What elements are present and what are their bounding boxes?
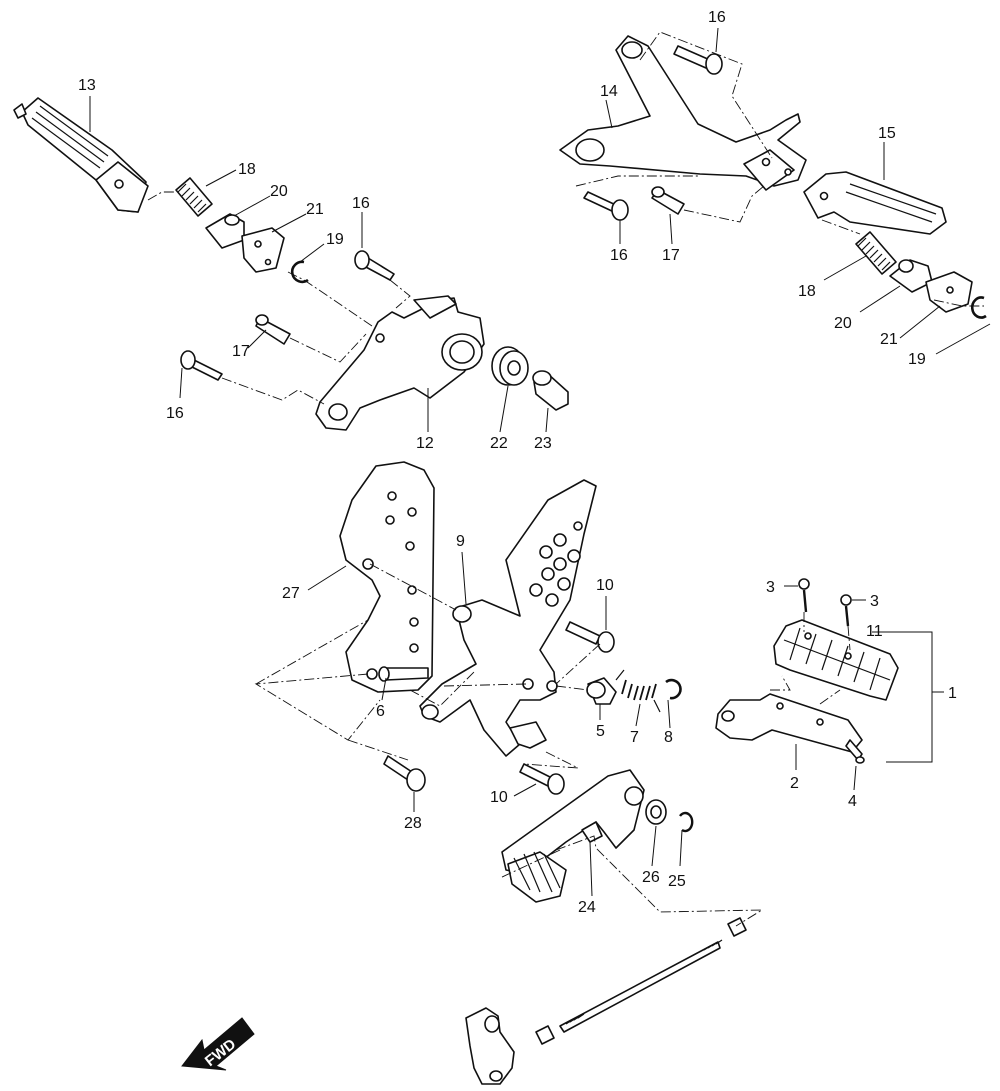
bushing-22 xyxy=(491,346,529,386)
callout-7: 7 xyxy=(630,729,639,746)
callout-4: 4 xyxy=(848,793,857,810)
callout-13: 13 xyxy=(78,77,96,94)
bolt-28 xyxy=(383,755,426,792)
callout-9: 9 xyxy=(456,533,465,550)
callout-2: 2 xyxy=(790,775,799,792)
bolt-3-right xyxy=(840,594,852,627)
spring-18-left xyxy=(175,177,213,217)
callout-24: 24 xyxy=(578,899,596,916)
footpeg-body-2 xyxy=(715,693,863,753)
front-mount-plate-27 xyxy=(339,461,435,693)
callout-26: 26 xyxy=(642,869,660,886)
spring-18-right xyxy=(855,231,897,275)
rear-bracket-left xyxy=(315,295,485,431)
pin-17-rear xyxy=(255,314,291,345)
bolt-16-rear-bottom xyxy=(180,350,223,381)
collar-5 xyxy=(586,677,617,705)
bolt-16-right-top xyxy=(673,45,723,75)
callout-16b: 16 xyxy=(610,247,628,264)
callout-3b: 3 xyxy=(870,593,879,610)
shift-rod xyxy=(535,917,747,1045)
callout-15: 15 xyxy=(878,125,896,142)
callout-11: 11 xyxy=(866,623,883,640)
plate-21-right xyxy=(925,271,973,313)
callout-6: 6 xyxy=(376,703,385,720)
callout-19b: 19 xyxy=(908,351,926,368)
spring-7 xyxy=(615,669,661,713)
bolt-16-right-bottom xyxy=(583,191,629,221)
pivot-20-left xyxy=(205,213,245,249)
callout-17b: 17 xyxy=(232,343,250,360)
shift-lever xyxy=(501,769,645,903)
rear-footpeg-right xyxy=(803,171,947,235)
callout-5: 5 xyxy=(596,723,605,740)
bolt-10-lower xyxy=(519,763,565,795)
assembly-lines xyxy=(147,31,984,927)
bolt-3-left xyxy=(798,578,810,613)
callout-16d: 16 xyxy=(166,405,184,422)
callout-17a: 17 xyxy=(662,247,680,264)
rear-footpeg-left xyxy=(13,97,149,213)
clip-25 xyxy=(679,811,694,833)
footpeg-rubber-11 xyxy=(773,619,899,701)
shift-arm-bottom xyxy=(465,1007,515,1085)
callout-16c: 16 xyxy=(352,195,370,212)
callout-22: 22 xyxy=(490,435,508,452)
clip-19-right xyxy=(971,296,987,319)
callout-19a: 19 xyxy=(326,231,344,248)
pivot-20-right xyxy=(889,259,933,293)
callout-1: 1 xyxy=(948,685,957,702)
callout-10b: 10 xyxy=(490,789,508,806)
washer-26 xyxy=(645,799,667,825)
callout-12: 12 xyxy=(416,435,434,452)
bolt-16-rear-top xyxy=(354,250,395,281)
callout-18b: 18 xyxy=(798,283,816,300)
callout-20a: 20 xyxy=(270,183,288,200)
callout-20b: 20 xyxy=(834,315,852,332)
callout-labels: 1 2 3 3 4 5 6 7 8 9 10 10 11 12 13 14 15… xyxy=(78,9,957,916)
callout-21a: 21 xyxy=(306,201,324,218)
callout-3a: 3 xyxy=(766,579,775,596)
callout-27: 27 xyxy=(282,585,300,602)
clip-19-left xyxy=(290,260,309,284)
collar-23 xyxy=(532,370,569,411)
callout-10a: 10 xyxy=(596,577,614,594)
callout-25: 25 xyxy=(668,873,686,890)
callout-8: 8 xyxy=(664,729,673,746)
forward-direction-arrow: FWD xyxy=(181,1017,255,1071)
bolt-10-upper xyxy=(565,621,615,653)
callout-23: 23 xyxy=(534,435,552,452)
callout-18a: 18 xyxy=(238,161,256,178)
plate-21-left xyxy=(241,227,285,273)
clip-8 xyxy=(665,678,682,700)
pin-6 xyxy=(378,666,429,682)
rear-bracket-right xyxy=(559,35,807,191)
callout-16a: 16 xyxy=(708,9,726,26)
callout-14: 14 xyxy=(600,83,618,100)
pin-4 xyxy=(845,739,865,764)
leader-lines xyxy=(89,27,991,897)
pin-17-right xyxy=(651,186,685,215)
front-bracket-9 xyxy=(419,479,597,757)
callout-21b: 21 xyxy=(880,331,898,348)
callout-28: 28 xyxy=(404,815,422,832)
